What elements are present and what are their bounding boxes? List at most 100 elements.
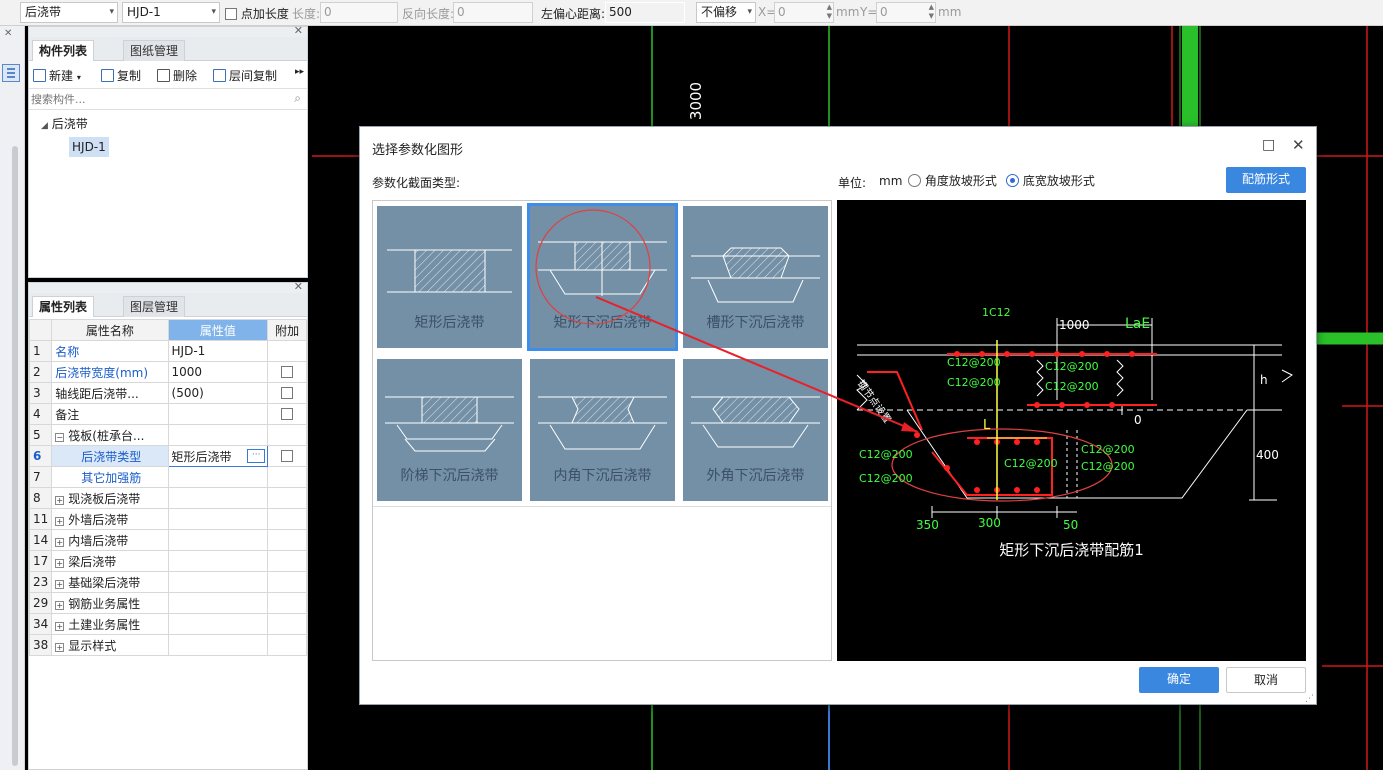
property-row[interactable]: 29+钢筋业务属性 bbox=[28, 592, 307, 614]
floor-copy-button[interactable]: 层间复制 bbox=[213, 67, 277, 84]
expand-icon[interactable]: + bbox=[55, 516, 65, 526]
collapse-icon[interactable]: − bbox=[55, 432, 65, 442]
property-row[interactable]: 14+内墙后浇带 bbox=[28, 529, 307, 551]
component-search-box[interactable]: ⌕ bbox=[29, 88, 307, 110]
maximize-icon[interactable]: □ bbox=[1262, 137, 1276, 153]
tab-drawing-management[interactable]: 图纸管理 bbox=[123, 40, 186, 61]
property-extra bbox=[267, 487, 307, 509]
property-value[interactable] bbox=[167, 592, 269, 614]
property-value[interactable]: 1000 bbox=[167, 361, 269, 383]
property-list-icon[interactable] bbox=[2, 64, 20, 82]
offset-mode-select[interactable]: 不偏移▾ bbox=[696, 2, 756, 23]
property-row[interactable]: 5−筏板(桩承台... bbox=[28, 424, 307, 446]
close-icon[interactable]: ✕ bbox=[1292, 136, 1305, 154]
component-name-select[interactable]: HJD-1▾ bbox=[122, 2, 220, 23]
property-row[interactable]: 11+外墙后浇带 bbox=[28, 508, 307, 530]
row-number: 29 bbox=[28, 592, 53, 614]
more-actions-icon[interactable]: ▸▸ bbox=[295, 67, 305, 77]
property-value[interactable] bbox=[167, 613, 269, 635]
copy-button[interactable]: 复制 bbox=[101, 67, 141, 84]
checkbox-icon[interactable] bbox=[281, 387, 294, 399]
ok-button[interactable]: 确定 bbox=[1139, 667, 1219, 693]
shape-option[interactable]: 槽形下沉后浇带 bbox=[683, 206, 828, 348]
expand-icon[interactable]: + bbox=[55, 600, 65, 610]
label-top-bar: 1C12 bbox=[982, 306, 1011, 319]
property-value[interactable] bbox=[167, 508, 269, 530]
close-icon[interactable]: ✕ bbox=[4, 28, 13, 39]
copy-label: 复制 bbox=[117, 69, 142, 83]
property-value-header: 属性值 bbox=[167, 319, 269, 341]
shape-option[interactable]: 外角下沉后浇带 bbox=[683, 359, 828, 501]
property-value[interactable] bbox=[167, 424, 269, 446]
search-icon[interactable]: ⌕ bbox=[294, 91, 301, 105]
x-input[interactable]: 0▲▼ bbox=[774, 2, 834, 23]
expand-icon[interactable]: + bbox=[55, 537, 65, 547]
expand-icon[interactable]: + bbox=[55, 558, 65, 568]
property-value[interactable]: (500) bbox=[167, 382, 269, 404]
property-value[interactable] bbox=[167, 466, 269, 488]
scrollbar[interactable] bbox=[12, 146, 18, 766]
component-search-input[interactable] bbox=[31, 91, 281, 108]
left-offset-input[interactable]: 500 bbox=[605, 2, 685, 23]
cancel-button[interactable]: 取消 bbox=[1226, 667, 1306, 693]
property-row[interactable]: 38+显示样式 bbox=[28, 634, 307, 656]
spinner-icon[interactable]: ▲▼ bbox=[928, 3, 934, 20]
rebar-form-button[interactable]: 配筋形式 bbox=[1226, 167, 1306, 193]
y-input[interactable]: 0▲▼ bbox=[876, 2, 936, 23]
property-value[interactable] bbox=[167, 529, 269, 551]
property-row[interactable]: 17+梁后浇带 bbox=[28, 550, 307, 572]
tab-property-list[interactable]: 属性列表 bbox=[32, 296, 95, 317]
radio-angle-slope[interactable]: 角度放坡形式 bbox=[908, 172, 997, 189]
checkbox-icon[interactable] bbox=[281, 408, 294, 420]
shape-option[interactable]: 阶梯下沉后浇带 bbox=[377, 359, 522, 501]
property-row[interactable]: 23+基础梁后浇带 bbox=[28, 571, 307, 593]
expand-icon[interactable]: + bbox=[55, 642, 65, 652]
spinner-icon[interactable]: ▲▼ bbox=[826, 3, 832, 20]
close-icon[interactable]: ✕ bbox=[293, 280, 303, 293]
property-value[interactable] bbox=[167, 403, 269, 425]
shape-option[interactable]: 矩形下沉后浇带 bbox=[527, 203, 678, 351]
property-value[interactable] bbox=[167, 550, 269, 572]
close-icon[interactable]: ✕ bbox=[293, 24, 303, 37]
property-extra bbox=[267, 466, 307, 488]
shape-option[interactable]: 内角下沉后浇带 bbox=[530, 359, 675, 501]
expand-icon[interactable]: + bbox=[55, 579, 65, 589]
panel-header: ✕ bbox=[29, 24, 307, 37]
tab-layer-management[interactable]: 图层管理 bbox=[123, 296, 186, 317]
shape-option[interactable]: 矩形后浇带 bbox=[377, 206, 522, 348]
expand-icon[interactable]: + bbox=[55, 621, 65, 631]
property-row[interactable]: 34+土建业务属性 bbox=[28, 613, 307, 635]
label-dim-350: 350 bbox=[916, 518, 939, 532]
property-value[interactable]: 矩形后浇带··· bbox=[167, 445, 269, 467]
resize-grip-icon[interactable]: ⋰ bbox=[1305, 694, 1314, 704]
reverse-length-input[interactable]: 0 bbox=[453, 2, 533, 23]
property-name: 后浇带宽度(mm) bbox=[51, 361, 169, 383]
shape-grid: 矩形后浇带矩形下沉后浇带槽形下沉后浇带阶梯下沉后浇带内角下沉后浇带外角下沉后浇带 bbox=[372, 200, 832, 661]
point-length-checkbox[interactable]: 点加长度 bbox=[225, 5, 289, 22]
new-button[interactable]: 新建 ▾ bbox=[33, 67, 81, 84]
checkbox-icon[interactable] bbox=[281, 366, 294, 378]
checkbox-icon[interactable] bbox=[225, 8, 237, 20]
property-value[interactable] bbox=[167, 487, 269, 509]
component-type-select[interactable]: 后浇带▾ bbox=[20, 2, 118, 23]
more-options-icon[interactable]: ··· bbox=[247, 449, 266, 463]
property-row[interactable]: 8+现浇板后浇带 bbox=[28, 487, 307, 509]
expand-icon[interactable]: + bbox=[55, 495, 65, 505]
tree-root[interactable]: ◢ 后浇带 bbox=[41, 115, 88, 132]
property-value[interactable] bbox=[167, 571, 269, 593]
tree-item-hjd-1[interactable]: HJD-1 bbox=[69, 137, 109, 157]
property-value[interactable]: HJD-1 bbox=[167, 340, 269, 362]
delete-button[interactable]: 删除 bbox=[157, 67, 197, 84]
checkbox-icon[interactable] bbox=[281, 450, 294, 462]
property-value[interactable] bbox=[167, 634, 269, 656]
component-type-value: 后浇带 bbox=[25, 5, 62, 19]
length-input[interactable]: 0 bbox=[320, 2, 398, 23]
tab-component-list[interactable]: 构件列表 bbox=[32, 40, 95, 61]
radio-width-slope[interactable]: 底宽放坡形式 bbox=[1006, 172, 1095, 189]
